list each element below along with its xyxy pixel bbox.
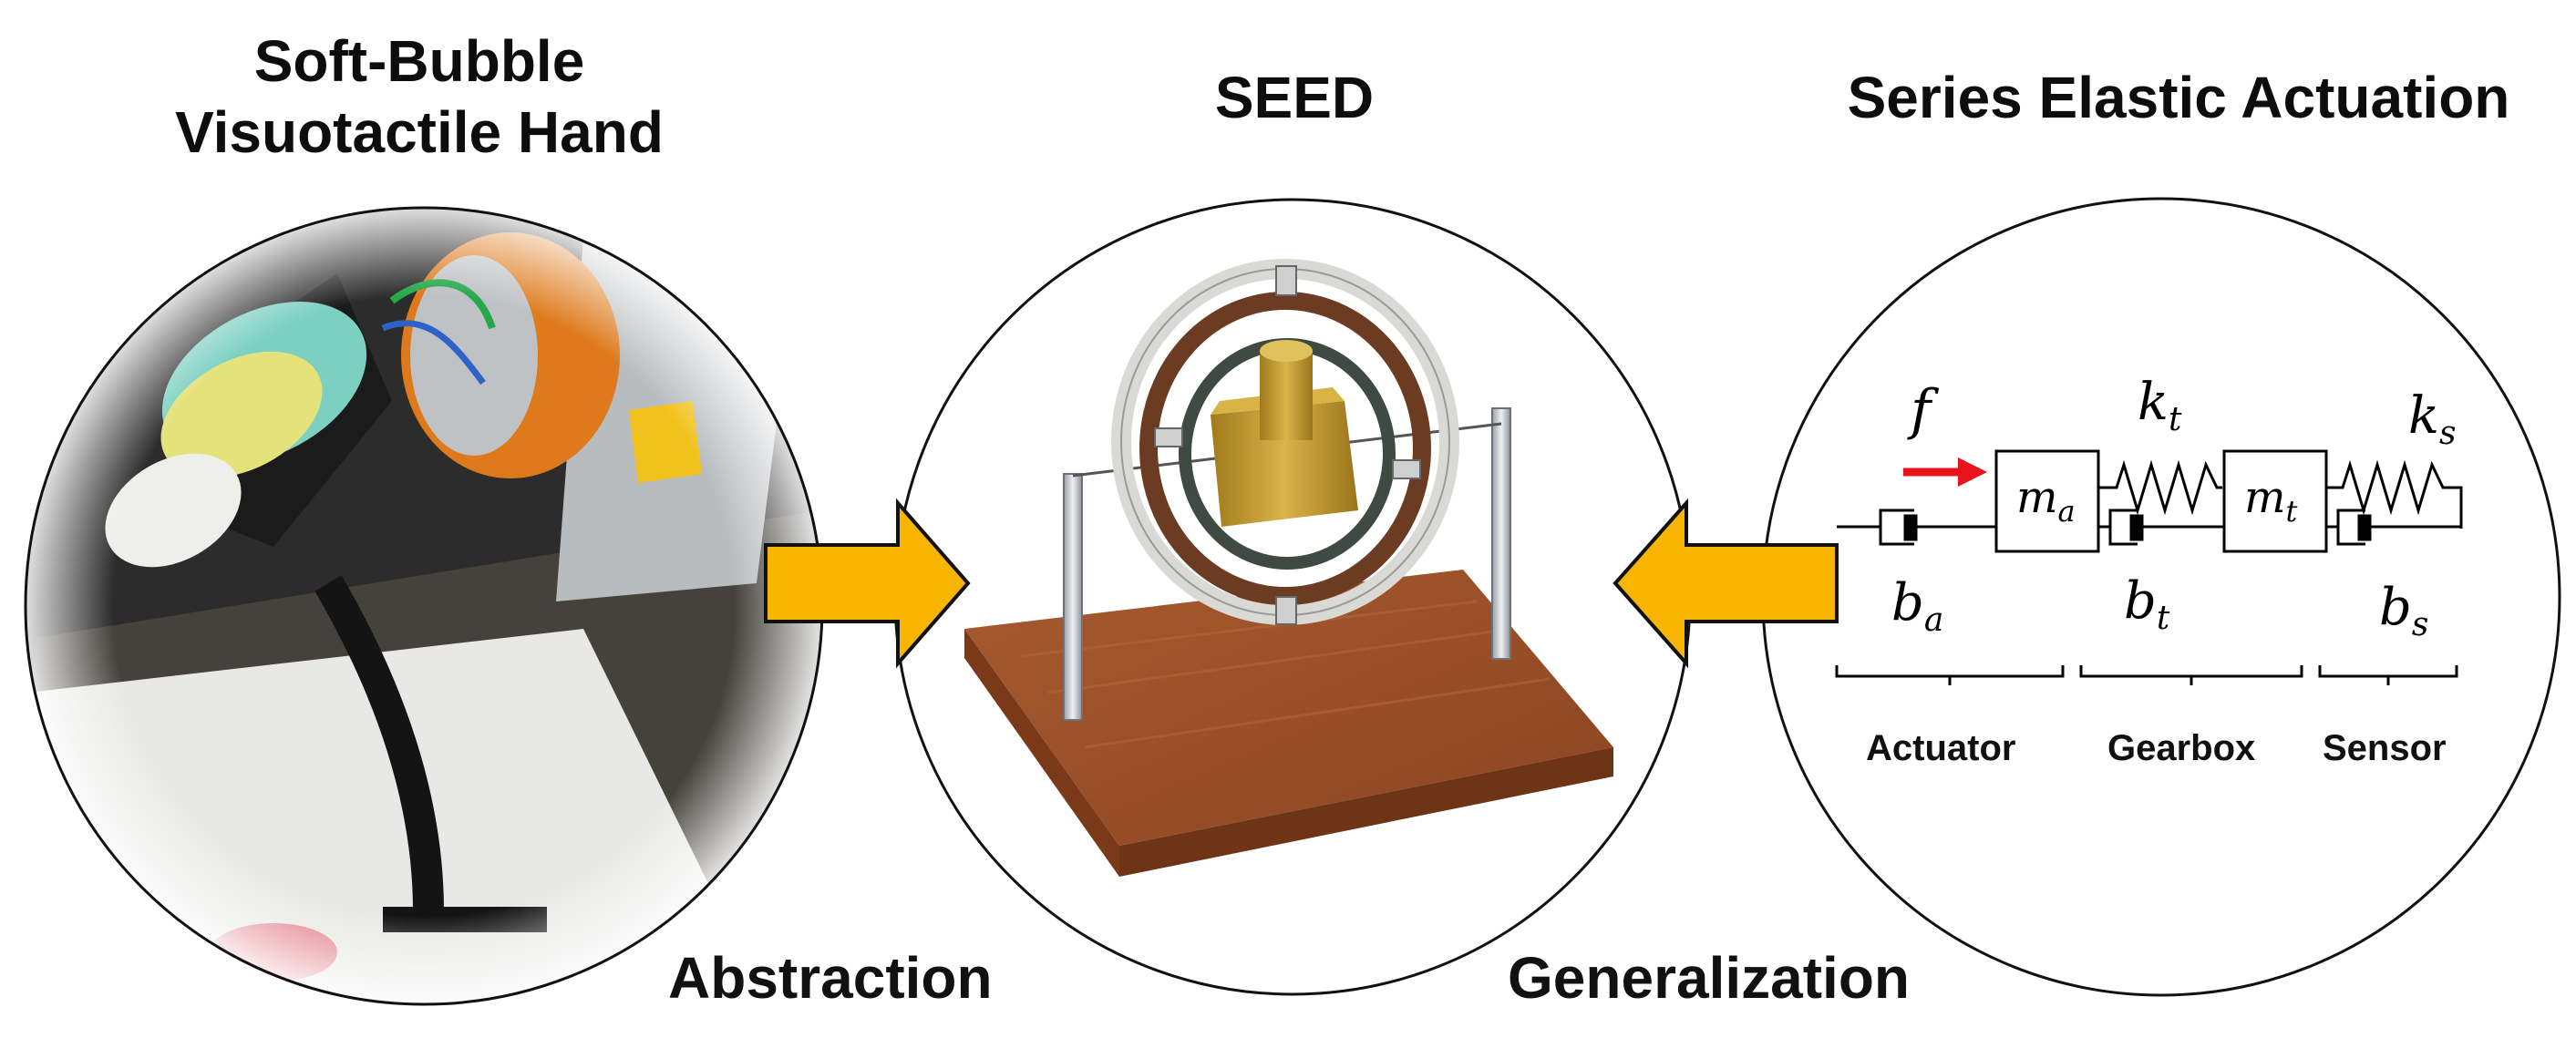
label-abstraction: Abstraction bbox=[668, 945, 993, 1011]
force-arrow bbox=[1903, 457, 1987, 487]
label-damper-s: bs bbox=[2379, 578, 2428, 643]
label-mass-t: mt bbox=[2244, 472, 2298, 529]
generalization-arrow bbox=[1613, 498, 1839, 669]
label-generalization: Generalization bbox=[1508, 945, 1910, 1011]
title-soft-bubble: Soft-Bubble Visuotactile Hand bbox=[173, 26, 665, 168]
title-series-elastic-actuation: Series Elastic Actuation bbox=[1847, 65, 2510, 130]
label-damper-t: bt bbox=[2124, 571, 2170, 637]
section-sensor-label: Sensor bbox=[2323, 728, 2447, 768]
label-mass-a: ma bbox=[2016, 472, 2076, 529]
label-damper-a: ba bbox=[1891, 573, 1943, 639]
label-spring-s: ks bbox=[2408, 386, 2456, 452]
title-seed: SEED bbox=[1214, 65, 1375, 130]
section-actuator-label: Actuator bbox=[1866, 728, 2015, 768]
photo-vignette bbox=[26, 208, 822, 1004]
label-spring-t: kt bbox=[2138, 373, 2182, 438]
abstraction-arrow bbox=[764, 498, 971, 669]
title-soft-bubble-line1: Soft-Bubble bbox=[253, 28, 585, 94]
title-soft-bubble-line2: Visuotactile Hand bbox=[175, 99, 664, 165]
section-gearbox-label: Gearbox bbox=[2107, 728, 2255, 768]
right-circle bbox=[1761, 197, 2561, 997]
gyroscope-illustration bbox=[964, 259, 1613, 877]
sea-diagram bbox=[1835, 449, 2463, 685]
